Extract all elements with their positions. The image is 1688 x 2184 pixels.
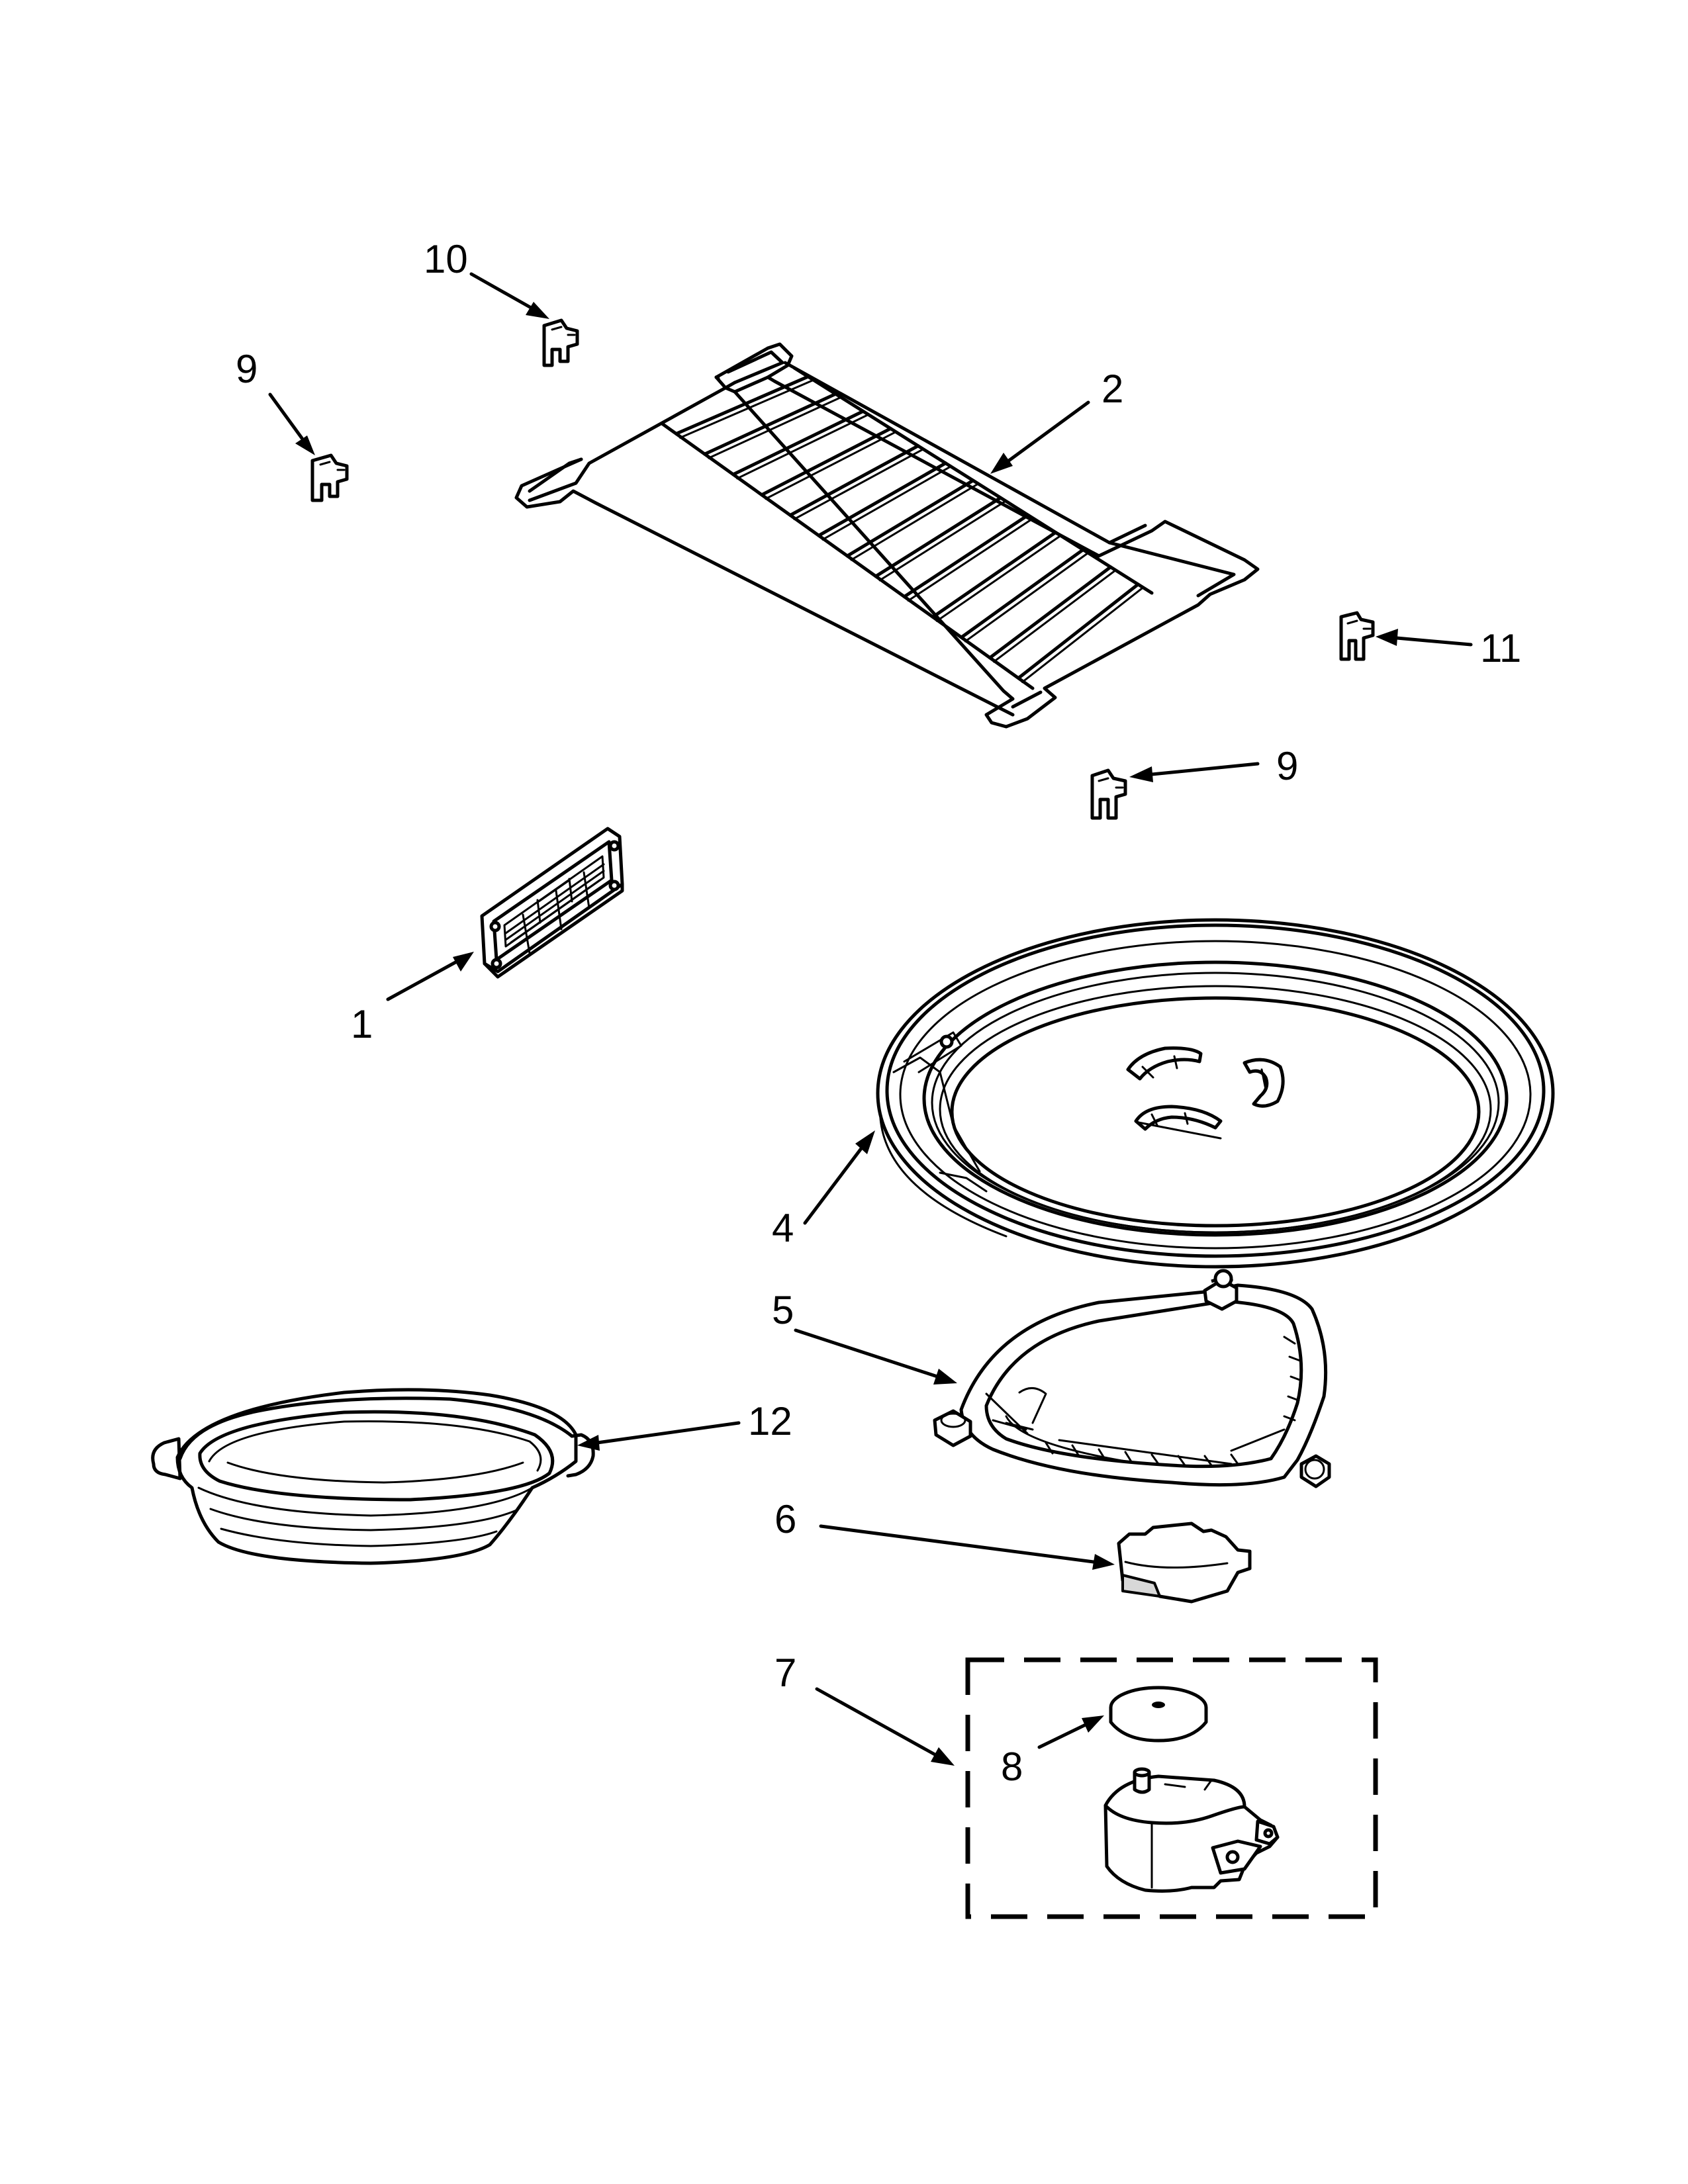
rack-wire-shadow bbox=[935, 535, 1061, 622]
rack-wire bbox=[675, 375, 810, 435]
rack-wire-shadow bbox=[992, 570, 1116, 663]
part-10-clip bbox=[542, 318, 579, 367]
part-2-wire-rack bbox=[514, 342, 1260, 729]
part-8-hub bbox=[1109, 1686, 1208, 1743]
part-5-roller-ring bbox=[933, 1269, 1331, 1488]
rack-wire bbox=[1016, 582, 1140, 680]
callout-8: 8 bbox=[1001, 1745, 1023, 1789]
part-7-group-box bbox=[965, 1657, 1378, 1919]
rack-wire-shadow bbox=[793, 449, 923, 520]
part-1-filter bbox=[480, 827, 624, 979]
part-9-clip-left bbox=[310, 453, 349, 502]
rack-wire bbox=[874, 496, 1003, 578]
rack-wire bbox=[817, 461, 947, 537]
callout-9-left: 9 bbox=[236, 347, 258, 391]
callout-12: 12 bbox=[748, 1399, 792, 1443]
rack-wire-shadow bbox=[765, 432, 896, 500]
part-11-clip bbox=[1339, 611, 1375, 661]
part-9-clip-right bbox=[1090, 768, 1127, 820]
callout-7: 7 bbox=[774, 1651, 796, 1695]
rack-wire bbox=[959, 548, 1085, 639]
rack-wire bbox=[902, 513, 1030, 599]
part-4-turntable-tray bbox=[876, 918, 1555, 1269]
rack-wire bbox=[788, 444, 920, 517]
rack-wire bbox=[931, 530, 1058, 619]
rack-wire bbox=[731, 409, 865, 477]
rack-wire bbox=[845, 478, 975, 558]
callout-6: 6 bbox=[774, 1497, 796, 1541]
rack-wire-shadow bbox=[708, 396, 841, 459]
rack-rail bbox=[660, 422, 1035, 690]
rack-wire bbox=[988, 565, 1113, 660]
rack-wire-shadow bbox=[878, 500, 1006, 582]
callout-10: 10 bbox=[424, 237, 468, 281]
part-6-coupler bbox=[1117, 1522, 1252, 1604]
part-12-oval-tray bbox=[151, 1388, 595, 1565]
rack-wire-shadow bbox=[964, 553, 1088, 643]
rack-wire-shadow bbox=[679, 379, 814, 439]
callout-2: 2 bbox=[1102, 367, 1123, 411]
rack-wire-shadow bbox=[907, 518, 1033, 602]
rack-wire bbox=[703, 392, 837, 456]
leader-lines bbox=[268, 272, 1473, 1766]
rack-wire-shadow bbox=[821, 466, 951, 541]
rack-rail bbox=[792, 366, 1154, 595]
callout-11: 11 bbox=[1480, 626, 1521, 670]
callout-5: 5 bbox=[772, 1288, 794, 1332]
rack-wire-shadow bbox=[736, 414, 868, 480]
callout-1: 1 bbox=[351, 1002, 373, 1046]
part-7-motor bbox=[1103, 1767, 1280, 1893]
rack-wire-shadow bbox=[1021, 587, 1143, 684]
callout-9-right: 9 bbox=[1276, 744, 1298, 788]
rack-wire bbox=[760, 427, 892, 497]
rack-wire-shadow bbox=[850, 483, 978, 561]
callout-4: 4 bbox=[772, 1206, 794, 1250]
